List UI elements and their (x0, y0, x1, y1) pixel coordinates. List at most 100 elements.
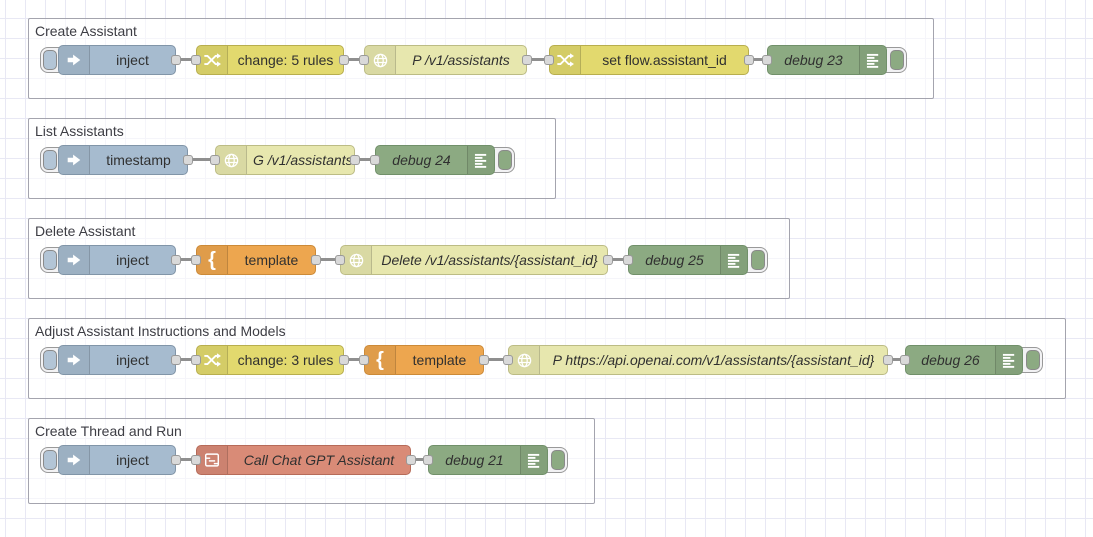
node-change[interactable]: change: 5 rules (196, 45, 344, 75)
input-port[interactable] (359, 355, 369, 365)
node-inject[interactable]: inject (58, 245, 176, 275)
node-label: inject (116, 52, 149, 68)
wire[interactable] (176, 58, 196, 61)
input-port[interactable] (423, 455, 433, 465)
group-label: Delete Assistant (35, 223, 136, 239)
output-port[interactable] (883, 355, 893, 365)
output-port[interactable] (183, 155, 193, 165)
inject-arrow-icon (59, 346, 90, 374)
output-port[interactable] (479, 355, 489, 365)
node-debug[interactable]: debug 21 (428, 445, 548, 475)
output-port[interactable] (350, 155, 360, 165)
wire[interactable] (344, 58, 364, 61)
node-inject[interactable]: inject (58, 45, 176, 75)
input-port[interactable] (370, 155, 380, 165)
output-port[interactable] (171, 455, 181, 465)
wire[interactable] (608, 258, 628, 261)
input-port[interactable] (900, 355, 910, 365)
wire[interactable] (484, 358, 508, 361)
output-port[interactable] (171, 55, 181, 65)
node-label: P https://api.openai.com/v1/assistants/{… (552, 352, 875, 368)
wire[interactable] (176, 458, 196, 461)
input-port[interactable] (544, 55, 554, 65)
group-label: Create Thread and Run (35, 423, 182, 439)
input-port[interactable] (335, 255, 345, 265)
group-label: Adjust Assistant Instructions and Models (35, 323, 286, 339)
debug-lines-icon (720, 246, 747, 274)
node-debug[interactable]: debug 25 (628, 245, 748, 275)
node-http-request[interactable]: P /v1/assistants (364, 45, 527, 75)
input-port[interactable] (191, 455, 201, 465)
input-port[interactable] (762, 55, 772, 65)
wire[interactable] (176, 258, 196, 261)
wire[interactable] (176, 358, 196, 361)
curly-brace-icon: { (197, 246, 228, 274)
node-change[interactable]: change: 3 rules (196, 345, 344, 375)
node-template[interactable]: { template (196, 245, 316, 275)
wire[interactable] (344, 358, 364, 361)
inject-button-inner (43, 50, 57, 70)
shuffle-icon (197, 46, 228, 74)
input-port[interactable] (210, 155, 220, 165)
output-port[interactable] (171, 255, 181, 265)
wire[interactable] (188, 158, 215, 161)
output-port[interactable] (311, 255, 321, 265)
output-port[interactable] (522, 55, 532, 65)
node-change[interactable]: set flow.assistant_id (549, 45, 749, 75)
debug-toggle-inner (498, 150, 512, 170)
inject-arrow-icon (59, 146, 90, 174)
wire[interactable] (355, 158, 375, 161)
node-label: debug 21 (445, 452, 504, 468)
input-port[interactable] (191, 255, 201, 265)
output-port[interactable] (406, 455, 416, 465)
node-debug[interactable]: debug 26 (905, 345, 1023, 375)
debug-lines-icon (467, 146, 494, 174)
node-template[interactable]: { template (364, 345, 484, 375)
node-label: inject (116, 352, 149, 368)
node-label: Call Chat GPT Assistant (243, 452, 395, 468)
shuffle-icon (550, 46, 581, 74)
wire[interactable] (527, 58, 549, 61)
node-label: debug 25 (645, 252, 704, 268)
globe-icon (509, 346, 540, 374)
node-label: change: 5 rules (237, 52, 334, 68)
output-port[interactable] (171, 355, 181, 365)
output-port[interactable] (603, 255, 613, 265)
node-inject[interactable]: inject (58, 445, 176, 475)
node-inject[interactable]: inject (58, 345, 176, 375)
output-port[interactable] (339, 355, 349, 365)
group-label: Create Assistant (35, 23, 137, 39)
node-http-request[interactable]: P https://api.openai.com/v1/assistants/{… (508, 345, 888, 375)
debug-toggle-inner (751, 250, 765, 270)
input-port[interactable] (191, 355, 201, 365)
input-port[interactable] (503, 355, 513, 365)
input-port[interactable] (359, 55, 369, 65)
node-http-request[interactable]: Delete /v1/assistants/{assistant_id} (340, 245, 608, 275)
input-port[interactable] (623, 255, 633, 265)
node-label: change: 3 rules (237, 352, 334, 368)
wire[interactable] (888, 358, 905, 361)
node-inject[interactable]: timestamp (58, 145, 188, 175)
node-label: P /v1/assistants (412, 52, 510, 68)
group-label: List Assistants (35, 123, 124, 139)
input-port[interactable] (191, 55, 201, 65)
debug-lines-icon (995, 346, 1022, 374)
output-port[interactable] (744, 55, 754, 65)
node-label: debug 26 (921, 352, 980, 368)
wire[interactable] (749, 58, 767, 61)
inject-button-inner (43, 350, 57, 370)
curly-brace-icon: { (365, 346, 396, 374)
node-debug[interactable]: debug 23 (767, 45, 887, 75)
node-label: template (412, 352, 467, 368)
node-debug[interactable]: debug 24 (375, 145, 495, 175)
wire[interactable] (411, 458, 428, 461)
output-port[interactable] (339, 55, 349, 65)
node-label: inject (116, 452, 149, 468)
node-http-request[interactable]: G /v1/assistants (215, 145, 355, 175)
wire[interactable] (316, 258, 340, 261)
inject-arrow-icon (59, 246, 90, 274)
node-subflow[interactable]: Call Chat GPT Assistant (196, 445, 411, 475)
globe-icon (341, 246, 372, 274)
node-label: template (244, 252, 299, 268)
